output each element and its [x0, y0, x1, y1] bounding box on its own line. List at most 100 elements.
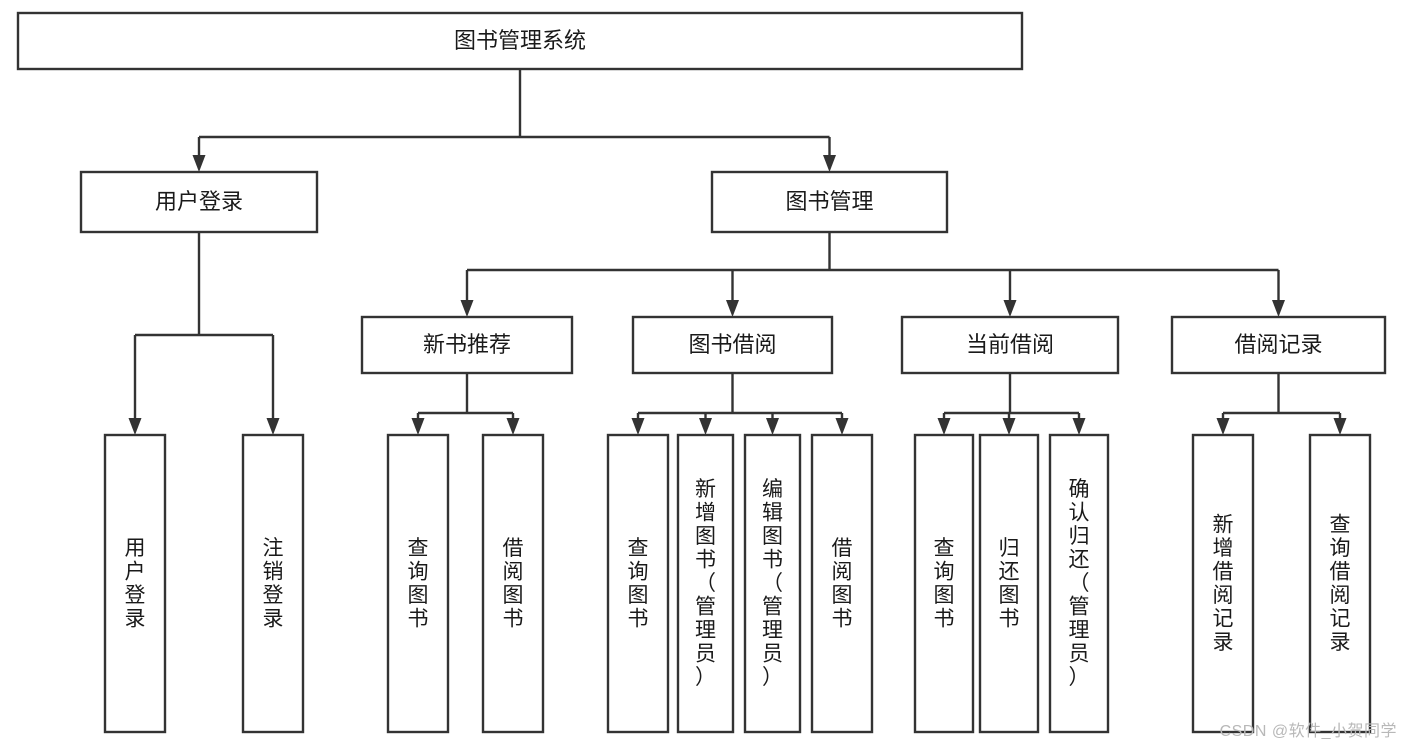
node-book-management[interactable]: 图书管理: [710, 170, 949, 234]
arrow-borrow-record-to-leaf-add-record: [1216, 413, 1230, 435]
node-leaf-confirm-return-box[interactable]: [1048, 433, 1110, 734]
node-leaf-query-book-2-label: 查询图书: [628, 537, 649, 631]
arrow-book-borrow-to-leaf-edit-book-head: [766, 418, 779, 435]
node-current-borrow[interactable]: 当前借阅: [900, 315, 1120, 375]
arrow-book-borrow-to-leaf-add-book: [699, 413, 712, 435]
node-leaf-user-login[interactable]: 用户登录: [103, 433, 167, 734]
node-user-login[interactable]: 用户登录: [79, 170, 319, 234]
node-leaf-user-login-label: 用户登录: [125, 537, 146, 631]
node-root-box[interactable]: [16, 11, 1024, 71]
arrow-borrow-record-to-leaf-add-record-head: [1216, 418, 1230, 435]
node-leaf-query-book-3[interactable]: 查询图书: [913, 433, 975, 734]
arrow-user-login-to-leaf-user-login-head: [128, 418, 142, 435]
node-leaf-borrow-book-2-label: 借阅图书: [832, 537, 853, 631]
node-leaf-query-book-2-box[interactable]: [606, 433, 670, 734]
arrow-bm-to-new-book-recommend-head: [460, 300, 474, 317]
node-root[interactable]: 图书管理系统: [16, 11, 1024, 71]
node-leaf-user-login-box[interactable]: [103, 433, 167, 734]
arrow-bm-to-book-borrow: [726, 270, 739, 317]
node-new-book-recommend-label: 新书推荐: [423, 332, 511, 357]
arrow-new-book-recommend-to-leaf-borrow-book-1: [506, 413, 520, 435]
arrow-user-login-to-leaf-logout: [266, 335, 280, 435]
node-leaf-logout-box[interactable]: [241, 433, 305, 734]
node-user-login-box[interactable]: [79, 170, 319, 234]
node-leaf-add-record-box[interactable]: [1191, 433, 1255, 734]
node-leaf-query-book-3-box[interactable]: [913, 433, 975, 734]
node-leaf-return-book-box[interactable]: [978, 433, 1040, 734]
node-leaf-add-book[interactable]: 新增图书（管理员）: [676, 433, 735, 734]
arrow-root-to-user-login: [192, 137, 206, 172]
node-book-borrow[interactable]: 图书借阅: [631, 315, 834, 375]
node-leaf-query-record-label: 查询借阅记录: [1330, 513, 1351, 654]
node-leaf-logout[interactable]: 注销登录: [241, 433, 305, 734]
arrow-book-borrow-to-leaf-borrow-book-2: [835, 413, 849, 435]
node-leaf-query-book-2[interactable]: 查询图书: [606, 433, 670, 734]
arrow-bm-to-current-borrow: [1003, 270, 1017, 317]
arrow-book-borrow-to-leaf-edit-book: [766, 413, 779, 435]
node-leaf-borrow-book-2[interactable]: 借阅图书: [810, 433, 874, 734]
arrow-new-book-recommend-to-leaf-query-book-1-head: [411, 418, 425, 435]
arrow-new-book-recommend-to-leaf-borrow-book-1-head: [506, 418, 520, 435]
arrow-user-login-to-leaf-logout-head: [266, 418, 280, 435]
node-current-borrow-label: 当前借阅: [966, 332, 1054, 357]
arrow-bm-to-borrow-record: [1272, 270, 1285, 317]
node-leaf-logout-label: 注销登录: [263, 537, 284, 631]
arrow-root-to-user-login-head: [192, 155, 206, 172]
node-leaf-borrow-book-2-box[interactable]: [810, 433, 874, 734]
node-leaf-add-book-box[interactable]: [676, 433, 735, 734]
arrow-current-borrow-to-leaf-confirm-return-head: [1072, 418, 1086, 435]
arrow-root-to-book-management-head: [823, 155, 836, 172]
node-root-label: 图书管理系统: [454, 28, 586, 53]
node-book-borrow-label: 图书借阅: [688, 332, 776, 357]
node-leaf-query-book-1-label: 查询图书: [408, 537, 429, 631]
node-current-borrow-box[interactable]: [900, 315, 1120, 375]
node-leaf-query-record[interactable]: 查询借阅记录: [1308, 433, 1372, 734]
arrow-bm-to-borrow-record-head: [1272, 300, 1285, 317]
arrow-book-borrow-to-leaf-borrow-book-2-head: [835, 418, 849, 435]
arrow-new-book-recommend-to-leaf-query-book-1: [411, 413, 425, 435]
node-leaf-borrow-book-1-box[interactable]: [481, 433, 545, 734]
arrow-book-borrow-to-leaf-query-book-2: [631, 413, 645, 435]
arrow-current-borrow-to-leaf-query-book-3-head: [937, 418, 951, 435]
node-leaf-add-record[interactable]: 新增借阅记录: [1191, 433, 1255, 734]
connectors-layer: [128, 69, 1347, 435]
node-leaf-confirm-return[interactable]: 确认归还（管理员）: [1048, 433, 1110, 734]
node-new-book-recommend[interactable]: 新书推荐: [360, 315, 574, 375]
arrow-book-borrow-to-leaf-add-book-head: [699, 418, 712, 435]
arrow-bm-to-book-borrow-head: [726, 300, 739, 317]
node-leaf-return-book-label: 归还图书: [999, 537, 1020, 631]
node-leaf-borrow-book-1[interactable]: 借阅图书: [481, 433, 545, 734]
node-leaf-edit-book-box[interactable]: [743, 433, 802, 734]
node-borrow-record-label: 借阅记录: [1234, 332, 1322, 357]
arrow-current-borrow-to-leaf-confirm-return: [1072, 413, 1086, 435]
arrow-current-borrow-to-leaf-return-book: [1002, 413, 1016, 435]
node-leaf-query-record-box[interactable]: [1308, 433, 1372, 734]
arrow-user-login-to-leaf-user-login: [128, 335, 142, 435]
arrow-bm-to-current-borrow-head: [1003, 300, 1017, 317]
node-leaf-add-book-label: 新增图书（管理员）: [695, 478, 716, 689]
arrow-borrow-record-to-leaf-query-record: [1333, 413, 1347, 435]
arrow-current-borrow-to-leaf-return-book-head: [1002, 418, 1016, 435]
node-borrow-record-box[interactable]: [1170, 315, 1387, 375]
node-new-book-recommend-box[interactable]: [360, 315, 574, 375]
node-leaf-edit-book-label: 编辑图书（管理员）: [762, 478, 783, 689]
node-leaf-query-book-1[interactable]: 查询图书: [386, 433, 450, 734]
node-book-management-box[interactable]: [710, 170, 949, 234]
node-user-login-label: 用户登录: [155, 189, 243, 214]
node-leaf-edit-book[interactable]: 编辑图书（管理员）: [743, 433, 802, 734]
node-leaf-return-book[interactable]: 归还图书: [978, 433, 1040, 734]
arrow-book-borrow-to-leaf-query-book-2-head: [631, 418, 645, 435]
node-book-management-label: 图书管理: [785, 189, 873, 214]
arrow-bm-to-new-book-recommend: [460, 270, 474, 317]
node-leaf-add-record-label: 新增借阅记录: [1213, 513, 1234, 654]
node-leaf-borrow-book-1-label: 借阅图书: [503, 537, 524, 631]
arrow-root-to-book-management: [823, 137, 836, 172]
node-leaf-query-book-1-box[interactable]: [386, 433, 450, 734]
arrow-borrow-record-to-leaf-query-record-head: [1333, 418, 1347, 435]
node-book-borrow-box[interactable]: [631, 315, 834, 375]
node-borrow-record[interactable]: 借阅记录: [1170, 315, 1387, 375]
node-leaf-query-book-3-label: 查询图书: [934, 537, 955, 631]
nodes-layer: 图书管理系统用户登录图书管理新书推荐图书借阅当前借阅借阅记录用户登录注销登录查询…: [16, 11, 1387, 734]
